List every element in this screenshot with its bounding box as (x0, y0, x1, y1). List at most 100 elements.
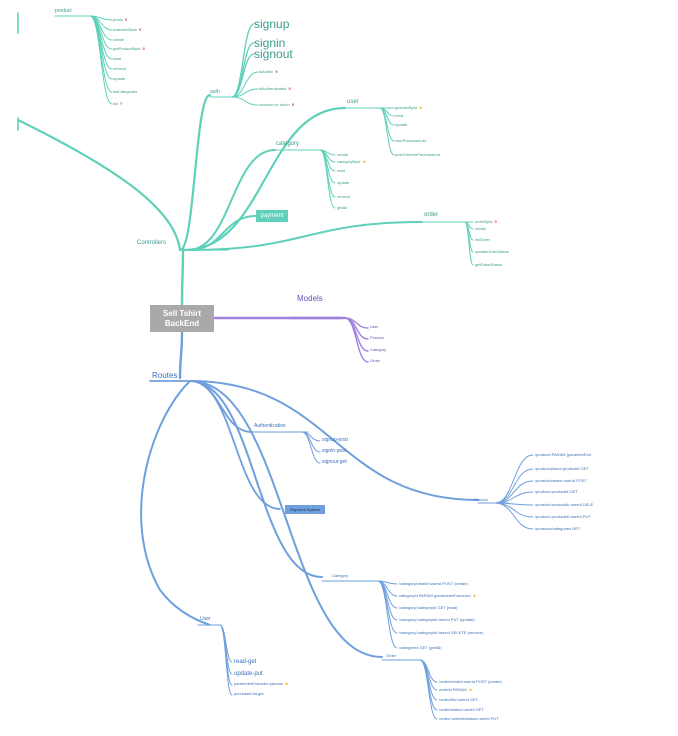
root-node-line-1: Sell Tshirt (162, 309, 202, 319)
star-icon: ★ (419, 105, 423, 110)
user-item-pushorderinpurchaselist-text: pushOrderInPurchaseList (395, 152, 441, 157)
route-product-label-text: Product (474, 497, 488, 502)
route-order-item-2-text: /order/list/:userId GET (439, 697, 479, 702)
auth-item-isauthenticated: isAuthenticated‼ (259, 87, 291, 91)
model-item-branch-3 (344, 317, 369, 363)
route-product-item-2-text: /product/create/:userId POST (535, 478, 588, 483)
double-exclamation-icon: ‼ (291, 102, 295, 107)
auth-item-checker-for-token: checker for token‼ (259, 103, 294, 107)
auth-signup: signup (254, 18, 289, 30)
order-item-getorderstatus: getOrderStatus (475, 263, 502, 267)
user-item-userpurchaselist-text: userPurchaseList (395, 138, 426, 143)
user-item-userpurchaselist: userPurchaseList (395, 139, 426, 143)
models-label: Models (297, 295, 323, 303)
routes-label: Routes (152, 372, 177, 380)
route-user-item-parameterextracter-params: parameterExtracter-params★ (234, 682, 289, 686)
route-category-item-4: /category/:categoryId/:userId DELETE (re… (399, 631, 483, 635)
question-icon: ? (119, 101, 123, 106)
models-label-text: Models (297, 294, 323, 303)
route-auth-item-signout-get-text: signout-get (322, 459, 347, 465)
model-item-user: User (370, 325, 378, 329)
auth-item-isadmin: isAdmin‼ (259, 70, 278, 74)
controller-product-label: product (55, 9, 72, 14)
user-item-read: read (395, 114, 403, 118)
route-product-item-1-text: /product/photo/:productId GET (535, 466, 589, 471)
root-node-line-2: BackEnd (164, 318, 200, 328)
route-product-item-6: /products/categories GET (535, 527, 580, 531)
route-order-item-0-text: /order/create/:userId POST (create) (439, 679, 502, 684)
controllers-to-product-branch (17, 119, 182, 251)
double-exclamation-icon: ‼ (125, 17, 128, 22)
product-item-remove-text: remove (113, 66, 127, 71)
category-item-read-text: read (337, 168, 346, 173)
product-item-create: create (113, 38, 124, 42)
product-item-create-text: create (113, 37, 125, 42)
route-category-label-text: Category (332, 573, 349, 578)
controller-payment-box: payment (256, 210, 288, 222)
route-category-label: Category (332, 574, 348, 578)
product-item-read: read (113, 57, 121, 61)
controllers-to-auth-branch (178, 93, 212, 252)
product-item-update: update (113, 77, 125, 81)
route-auth-item-signup-post-text: signup-post (322, 437, 348, 443)
auth-signin: signin (254, 37, 285, 49)
product-item-photo-text: photo (113, 17, 124, 22)
route-product-item-4: /product/:productId/:userId DELE (535, 503, 593, 507)
category-item-getall: getAll (337, 206, 347, 210)
product-item-listcategories: listCategories (113, 90, 137, 94)
controller-payment-box-text: payment (260, 213, 284, 219)
product-item-branch-8 (89, 15, 113, 105)
route-category-item-branch-2 (377, 580, 398, 609)
route-category-item-1: categoryId PARAM (parameterExtractor)★ (399, 594, 476, 598)
user-item-read-text: read (395, 113, 404, 118)
route-product-item-3-text: /product/:productId GET (535, 489, 578, 494)
route-user-label-text: User (200, 616, 211, 622)
route-payment-box: Payment System (285, 505, 325, 514)
auth-signout: signout (254, 48, 293, 60)
controller-auth-label-text: auth (210, 89, 220, 95)
controller-product-label-text: product (55, 8, 72, 14)
route-user-item-branch-3 (219, 624, 233, 696)
route-category-item-0-text: /category/create/:userId POST (create) (399, 581, 468, 586)
routes-label-text: Routes (152, 371, 178, 380)
product-item-mainainstock-text: mainainStock (113, 27, 138, 32)
route-authentication-label-text: Authentication (254, 423, 286, 429)
route-product-item-4-text: /product/:productId/:userId DELE (535, 502, 594, 507)
controllers-to-order-branch (189, 221, 423, 251)
star-icon: ★ (284, 681, 289, 686)
route-product-item-3: /product/:productId GET (535, 490, 578, 494)
route-user-item-read-get: read-get (234, 659, 256, 665)
route-category-item-2-text: /category/:categoryId GET (read) (399, 605, 458, 610)
user-item-update-text: update (395, 122, 408, 127)
model-item-category-text: Category (370, 347, 387, 352)
order-item-getorderstatus-text: getOrderStatus (475, 262, 503, 267)
route-order-item-4-text: /order/:orderId/status/:userId PUT (439, 716, 499, 721)
controller-auth-label: auth (210, 90, 220, 95)
auth-signin-text: signin (254, 36, 286, 50)
route-user-item-update-put-text: update-put (234, 671, 263, 677)
controllers-label: Controllers (137, 240, 166, 246)
category-item-branch-4 (319, 149, 336, 198)
route-order-item-3: /order/status/:userId GET (439, 708, 484, 712)
route-order-item-0: /order/create/:userId POST (create) (439, 680, 502, 684)
order-item-create-text: create (475, 226, 487, 231)
double-exclamation-icon: ‼ (142, 46, 145, 51)
route-order-item-branch-3 (419, 659, 438, 711)
route-product-item-1: /product/photo/:productId GET (535, 467, 589, 471)
star-icon: ★ (362, 159, 366, 164)
product-item-list-text: list (113, 101, 118, 106)
category-item-branch-5 (319, 149, 336, 209)
auth-item-branch-0 (231, 71, 259, 98)
controller-category-label-text: category (276, 141, 300, 147)
route-order-item-branch-2 (419, 659, 438, 701)
category-item-categorybyid: categoryById★ (337, 160, 366, 164)
order-item-updateorderstatus-text: updateOrderStatus (475, 249, 509, 254)
route-order-item-1: orderId PARAM★ (439, 688, 472, 692)
order-item-listorder: listOrder (475, 238, 490, 242)
routes-to-authentication-branch (189, 380, 253, 433)
controllers-label-text: Controllers (137, 240, 167, 246)
category-item-getall-text: getAll (337, 205, 348, 210)
user-item-update: update (395, 123, 407, 127)
